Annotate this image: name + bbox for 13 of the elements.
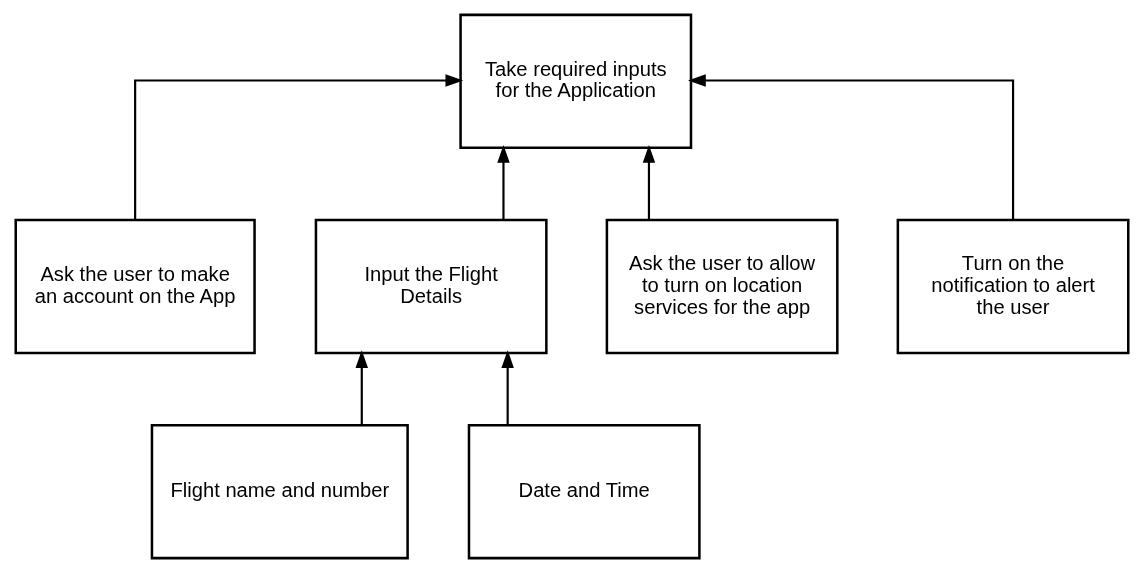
node-box: Flight name and number (150, 424, 409, 560)
arrow (355, 350, 369, 426)
arrow (642, 145, 656, 220)
node-box: Take required inputs for the Application (459, 13, 693, 149)
node-box: Turn on the notification to alert the user (896, 218, 1130, 355)
node-box: Ask the user to allow to turn on location services for the app (605, 218, 839, 355)
arrow (687, 74, 1015, 220)
arrow (497, 145, 510, 220)
node-box: Date and Time (467, 424, 701, 560)
node-box: Input the Flight Details (314, 218, 548, 355)
arrow (134, 74, 464, 220)
arrow (501, 350, 514, 426)
node-box: Ask the user to make an account on the App (14, 218, 256, 355)
